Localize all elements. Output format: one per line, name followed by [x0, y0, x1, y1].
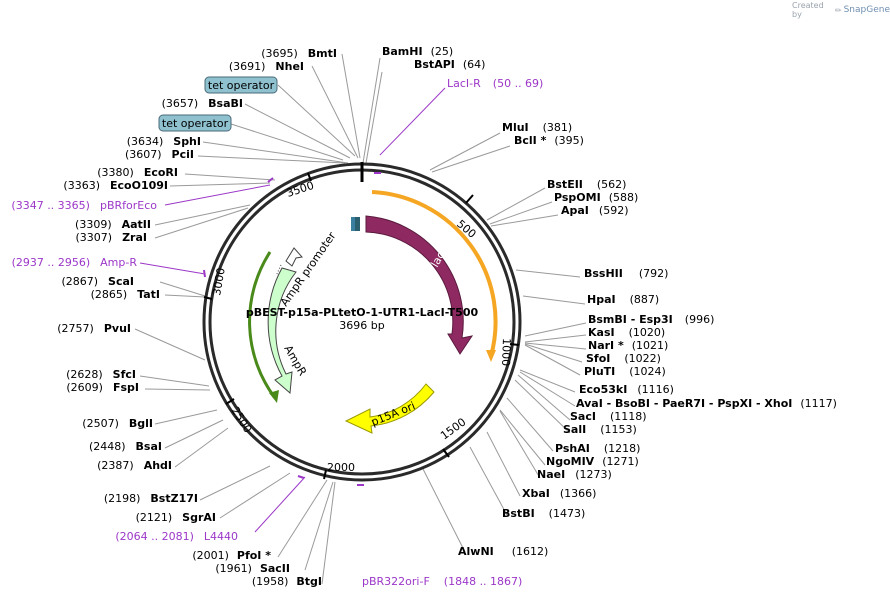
plasmid-size: 3696 bp — [339, 319, 384, 332]
tet-operator-label: tet operator — [158, 114, 232, 132]
site-labels-left: (1958)BtgI (1961)SacII (2001)PfoI * (206… — [11, 47, 337, 588]
site-label: NaeI(1273) — [537, 468, 612, 481]
site-label: (1961)SacII — [215, 562, 290, 575]
tet-operator-label: tet operator — [204, 76, 278, 94]
site-label: BstBI(1473) — [502, 507, 585, 520]
site-label: BssHII(792) — [584, 267, 668, 280]
site-label: (3307)ZraI — [76, 231, 148, 244]
site-label: (2865)TatI — [91, 288, 160, 301]
site-label: SalI(1153) — [563, 423, 637, 436]
site-label: (2757)PvuI — [57, 322, 131, 335]
feature-laci — [365, 215, 474, 355]
tick-label: 1000 — [499, 338, 513, 366]
site-label: (1958)BtgI — [252, 575, 322, 588]
laci-region-arrow — [486, 350, 496, 362]
site-label: KasI(1020) — [588, 326, 665, 339]
site-label: (2387)AhdI — [97, 459, 172, 472]
tick-label: 2500 — [228, 405, 254, 436]
site-label: BclI *(395) — [514, 134, 584, 147]
tet-operator-text: tet operator — [208, 79, 275, 92]
site-label: BstEII(562) — [547, 178, 626, 191]
tick-label: 3000 — [210, 267, 228, 297]
site-label: PluTI(1024) — [584, 365, 666, 378]
site-label: BamHI(25) — [382, 45, 453, 58]
site-label: SfoI(1022) — [586, 352, 661, 365]
site-label: NgoMIV(1271) — [546, 455, 639, 468]
tick-label: 1500 — [438, 415, 468, 442]
site-label: (2609)FspI — [66, 381, 139, 394]
tick-marks — [203, 172, 520, 480]
ampr-region-arrow — [269, 390, 279, 403]
site-label: (2628)SfcI — [66, 368, 136, 381]
site-label: Eco53kI(1116) — [579, 383, 674, 396]
site-label: SacI(1118) — [570, 410, 647, 423]
site-label: (3380)EcoRI — [97, 166, 178, 179]
primer-label: pBR322ori-F(1848 .. 1867) — [362, 575, 522, 588]
tet-operator-feature — [355, 217, 360, 231]
site-label: NarI *(1021) — [588, 339, 668, 352]
site-label: (3634)SphI — [127, 135, 201, 148]
credit-prefix: Created by — [792, 1, 824, 19]
snapgene-logo-icon: ✏ — [834, 5, 842, 15]
site-label: (3691)NheI — [229, 60, 304, 73]
plasmid-name: pBEST-p15a-PLtetO-1-UTR1-LacI-T500 — [246, 306, 479, 319]
primer-label: LacI-R(50 .. 69) — [447, 77, 543, 90]
primer-label: (2937 .. 2956)Amp-R — [12, 256, 138, 269]
credit-brand: SnapGene — [843, 5, 890, 15]
primer-label: (3347 .. 3365)pBRforEco — [11, 199, 157, 212]
site-label: AvaI - BsoBI - PaeR7I - PspXI - XhoI(111… — [576, 397, 837, 410]
tet-operator-text: tet operator — [162, 117, 229, 130]
site-label: (3607)PciI — [125, 148, 194, 161]
site-label: (3363)EcoO109I — [63, 179, 168, 192]
ampr-region-arc — [248, 251, 277, 399]
site-label: (2001)PfoI * — [192, 549, 271, 562]
site-labels-right: BamHI(25) BstAPI(64) LacI-R(50 .. 69) Ml… — [362, 45, 837, 588]
site-label: (3657)BsaBI — [162, 97, 243, 110]
primer-label: (2064 .. 2081)L4440 — [115, 530, 238, 543]
site-label: BsmBI - Esp3I(996) — [588, 313, 714, 326]
site-label: BstAPI(64) — [414, 58, 485, 71]
feature-ampr — [267, 267, 297, 395]
site-label: ApaI(592) — [561, 204, 629, 217]
site-label: (2507)BglI — [82, 417, 153, 430]
primer-marks — [203, 172, 381, 486]
feature-p15a-ori — [344, 383, 435, 434]
site-label: AlwNI(1612) — [458, 545, 548, 558]
site-label: HpaI(887) — [587, 293, 659, 306]
feature-p15a-ori-label: p15A ori — [369, 399, 417, 428]
site-label: MluI(381) — [502, 121, 572, 134]
site-label: (3695)BmtI — [261, 47, 337, 60]
site-label: (2867)ScaI — [61, 275, 134, 288]
tick-label: 2000 — [327, 461, 355, 474]
site-label: (3309)AatII — [75, 218, 151, 231]
feature-ampr-promoter — [285, 247, 303, 267]
tet-operator-feature — [351, 217, 356, 231]
leader-lines — [134, 53, 587, 585]
snapgene-credit: Created by ✏ SnapGene — [792, 1, 890, 19]
feature-ampr-promoter-dots — [275, 264, 282, 277]
site-label: XbaI(1366) — [522, 487, 596, 500]
site-label: PspOMI(588) — [554, 191, 638, 204]
site-label: (2121)SgrAI — [136, 511, 216, 524]
site-label: PshAI(1218) — [555, 442, 640, 455]
laci-region-arc — [371, 190, 498, 357]
site-label: (2448)BsaI — [89, 440, 162, 453]
site-label: (2198)BstZ17I — [104, 492, 198, 505]
